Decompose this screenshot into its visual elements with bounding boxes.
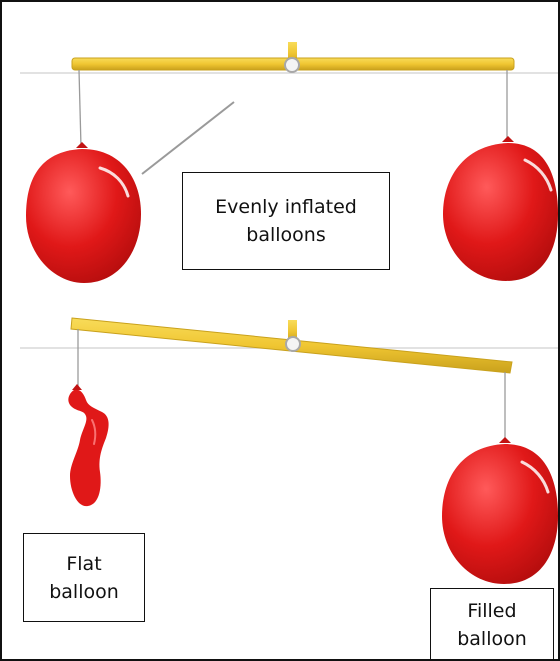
label-filled-balloon: Filled balloon — [430, 588, 554, 659]
balloon-left-top — [26, 142, 141, 283]
label-evenly-inflated-line1: Evenly inflated — [215, 196, 357, 218]
tilted-balance — [20, 317, 558, 584]
pivot-bottom — [285, 336, 301, 352]
label-flat-balloon-line2: balloon — [49, 580, 119, 603]
label-evenly-inflated: Evenly inflated balloons — [182, 172, 390, 270]
label-evenly-inflated-line2: balloons — [246, 224, 326, 246]
pivot-post-bottom — [288, 320, 297, 342]
pointer-line — [141, 101, 235, 175]
balloon-right-top — [443, 136, 558, 281]
string-left-top — [78, 69, 82, 148]
balloon-flat — [68, 384, 109, 507]
label-flat-balloon: Flat balloon — [23, 533, 145, 622]
label-filled-balloon-line1: Filled — [467, 600, 517, 622]
label-filled-balloon-line2: balloon — [457, 628, 527, 650]
balanced-balance — [20, 42, 558, 283]
pivot-post-top — [288, 42, 297, 64]
pivot-top — [284, 57, 300, 73]
label-flat-balloon-line1: Flat — [66, 552, 102, 575]
balloon-filled — [442, 437, 558, 584]
